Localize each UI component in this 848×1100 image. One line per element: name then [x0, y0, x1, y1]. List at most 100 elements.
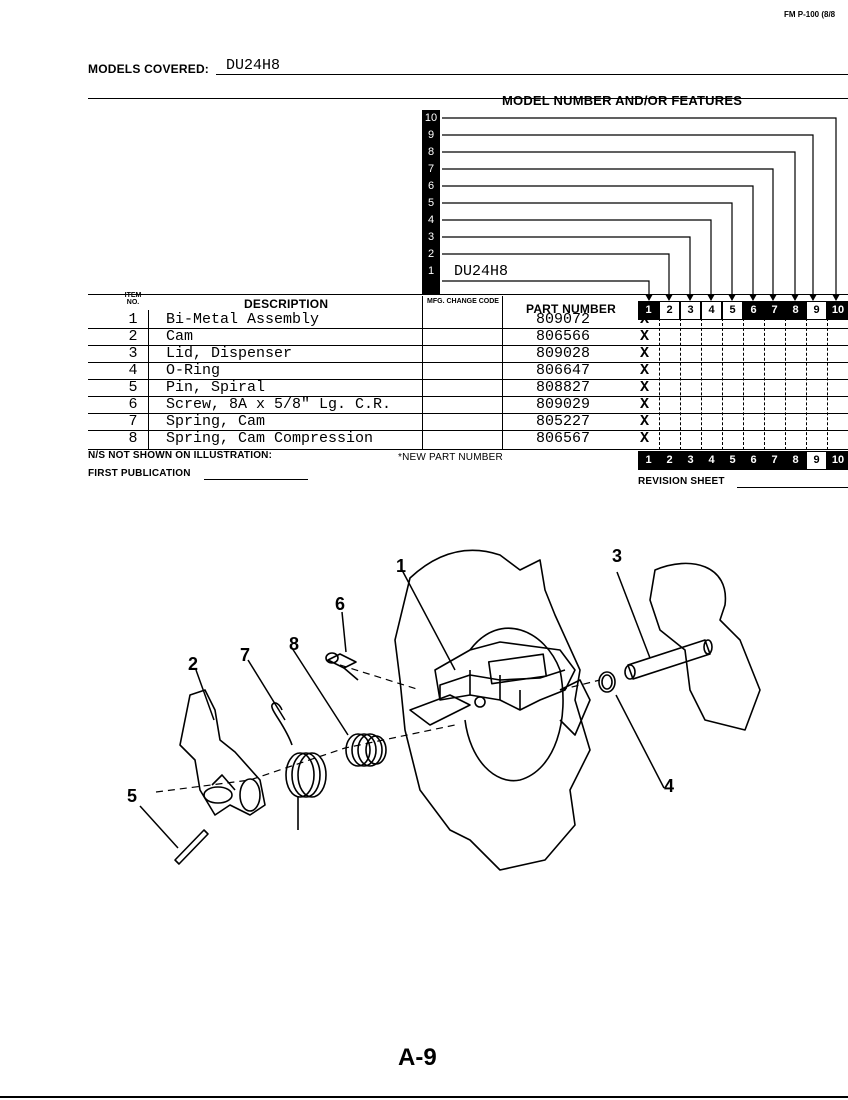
table-row: 8 Spring, Cam Compression 806567 X [88, 431, 848, 447]
column-header-2: 2 [659, 301, 680, 320]
first-publication-line [204, 479, 308, 480]
cam-spring [271, 702, 327, 830]
callout-1: 1 [396, 556, 407, 576]
model-row-1: 1 [422, 263, 440, 279]
table-row: 7 Spring, Cam 805227 X [88, 414, 848, 431]
column-header-6: 6 [743, 301, 764, 320]
callout-2: 2 [188, 654, 199, 674]
callout-4: 4 [664, 776, 675, 796]
column-header-5: 5 [722, 301, 743, 320]
part-description: Bi-Metal Assembly [166, 311, 320, 328]
column-footer-7: 7 [764, 451, 785, 470]
part-description: Cam [166, 328, 194, 345]
form-code: FM P-100 (8/8 [784, 10, 836, 19]
table-top-rule [88, 98, 848, 99]
part-number: 806567 [536, 430, 591, 447]
model-leader-lines [442, 117, 840, 301]
table-row: 3 Lid, Dispenser 809028 X [88, 346, 848, 363]
part-description: Spring, Cam [166, 413, 266, 430]
callout-8: 8 [289, 634, 300, 654]
column-footer-2: 2 [659, 451, 680, 470]
model-row-4: 4 [422, 212, 440, 228]
spiral-pin [174, 829, 209, 865]
column-footer-1: 1 [638, 451, 659, 470]
column-header-4: 4 [701, 301, 722, 320]
screw [327, 653, 357, 669]
column-header-8: 8 [785, 301, 806, 320]
callout-3: 3 [612, 546, 623, 566]
part-description: Spring, Cam Compression [166, 430, 374, 447]
item-number: 6 [128, 396, 138, 413]
door-panel [394, 549, 591, 871]
cam [179, 689, 266, 816]
column-footer-4: 4 [701, 451, 722, 470]
column-header-10: 10 [827, 301, 848, 320]
part-number: 809028 [536, 345, 591, 362]
item-number: 4 [128, 362, 138, 379]
part-description: Pin, Spiral [166, 379, 266, 396]
column-footer-10: 10 [827, 451, 848, 470]
revision-sheet-label: REVISION SHEET [638, 476, 725, 487]
model-check: X [640, 430, 650, 447]
column-footer-9: 9 [806, 451, 827, 470]
bottom-rule [0, 1096, 848, 1098]
item-number: 2 [128, 328, 138, 345]
item-number: 5 [128, 379, 138, 396]
models-covered-label: MODELS COVERED: [88, 62, 210, 76]
table-row: 1 Bi-Metal Assembly 809072 X [88, 312, 848, 329]
table-row: 6 Screw, 8A x 5/8" Lg. C.R. 809029 X [88, 397, 848, 414]
column-header-9: 9 [806, 301, 827, 320]
bimetal-assembly [434, 641, 576, 711]
item-number: 7 [128, 413, 138, 430]
part-description: Screw, 8A x 5/8" Lg. C.R. [166, 396, 392, 413]
model-check: X [640, 328, 650, 345]
new-part-note: *NEW PART NUMBER [398, 452, 503, 463]
column-header-3: 3 [680, 301, 701, 320]
model-check: X [640, 396, 650, 413]
compression-spring [345, 733, 387, 767]
column-footer-3: 3 [680, 451, 701, 470]
model-1-name: DU24H8 [454, 263, 509, 280]
model-row-8: 8 [422, 144, 440, 160]
callout-5: 5 [127, 786, 138, 806]
first-publication-label: FIRST PUBLICATION [88, 468, 191, 479]
item-number: 8 [128, 430, 138, 447]
item-number: 1 [128, 311, 138, 328]
o-ring [598, 671, 616, 693]
model-row-3: 3 [422, 229, 440, 245]
column-header-1: 1 [638, 301, 659, 320]
dispenser-lid [649, 562, 761, 731]
part-number: 806566 [536, 328, 591, 345]
part-number: 809072 [536, 311, 591, 328]
model-row-9: 9 [422, 127, 440, 143]
footer-rule [88, 449, 848, 450]
part-number: 805227 [536, 413, 591, 430]
item-no-header: ITEM NO. [124, 292, 142, 306]
page-number: A-9 [398, 1044, 437, 1071]
table-row: 4 O-Ring 806647 X [88, 363, 848, 380]
part-number: 806647 [536, 362, 591, 379]
models-covered-value: DU24H8 [226, 57, 281, 74]
model-check: X [640, 311, 650, 328]
model-row-2: 2 [422, 246, 440, 262]
table-row: 2 Cam 806566 X [88, 329, 848, 346]
model-check: X [640, 413, 650, 430]
model-row-6: 6 [422, 178, 440, 194]
inner-disk [464, 627, 564, 782]
model-row-7: 7 [422, 161, 440, 177]
part-number-header: PART NUMBER [526, 302, 616, 316]
part-number: 809029 [536, 396, 591, 413]
description-header: DESCRIPTION [244, 297, 329, 311]
model-check: X [640, 362, 650, 379]
model-row-10: 10 [422, 110, 440, 126]
column-footer-6: 6 [743, 451, 764, 470]
not-shown-note: N/S NOT SHOWN ON ILLUSTRATION: [88, 450, 273, 461]
header-rule-top [88, 294, 848, 295]
models-covered-underline [216, 74, 848, 75]
item-number: 3 [128, 345, 138, 362]
model-check: X [640, 345, 650, 362]
exploded-parts-illustration [139, 549, 761, 871]
model-check: X [640, 379, 650, 396]
model-row-5: 5 [422, 195, 440, 211]
part-description: O-Ring [166, 362, 221, 379]
